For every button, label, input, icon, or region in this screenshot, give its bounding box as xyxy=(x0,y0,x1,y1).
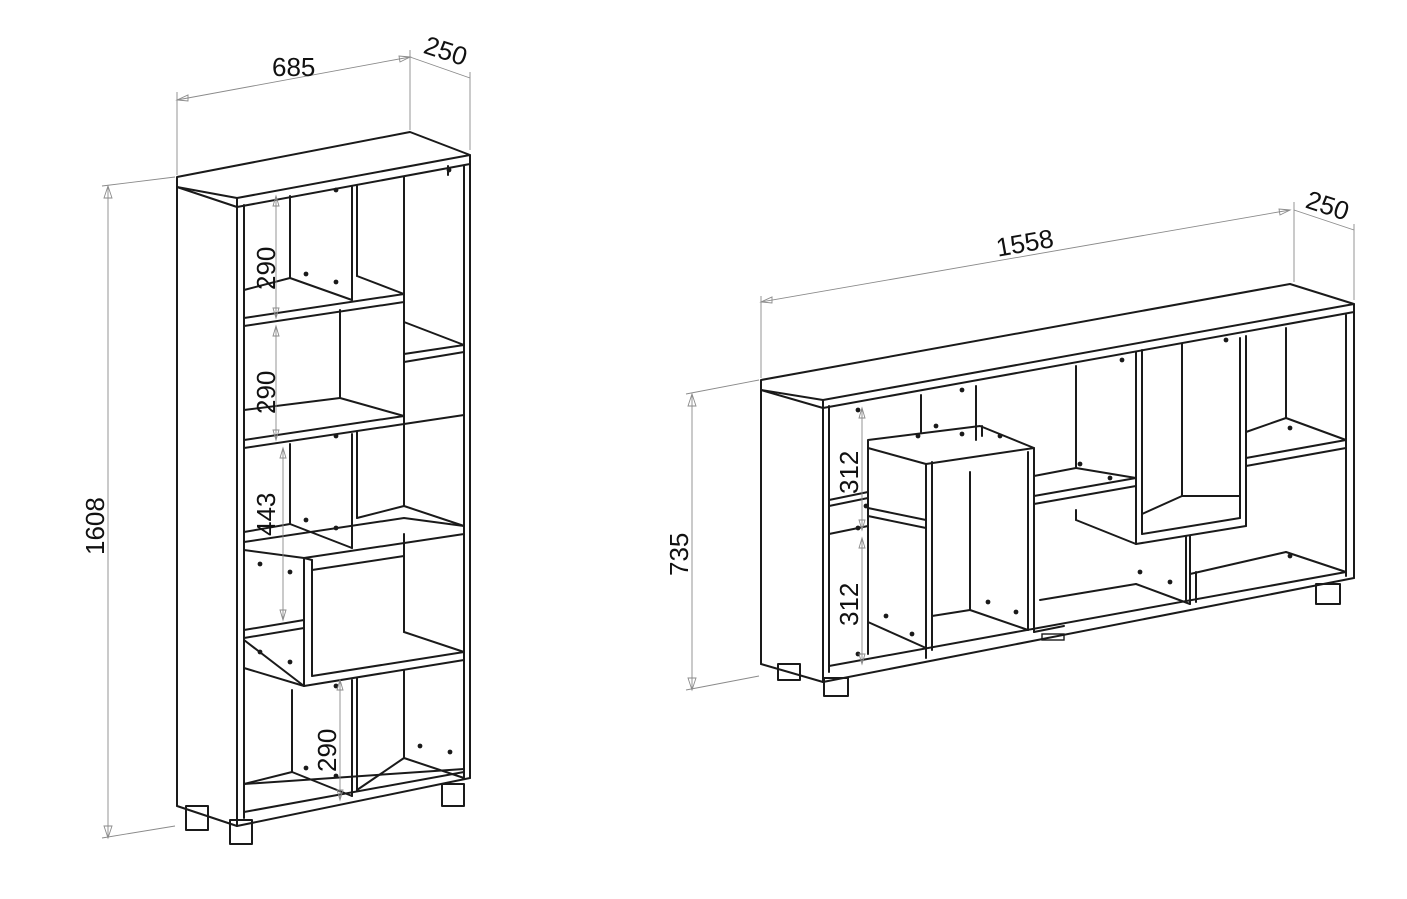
tall-shelf-bottom-label: 290 xyxy=(312,729,342,772)
low-top-slab xyxy=(760,283,1355,409)
low-depth-label: 250 xyxy=(1302,184,1353,226)
low-shelf-upper-label: 312 xyxy=(834,451,864,494)
tall-width-label: 685 xyxy=(272,52,315,82)
low-dowel-holes xyxy=(855,337,1293,657)
low-width-label: 1558 xyxy=(994,223,1056,263)
tall-height-label: 1608 xyxy=(80,497,110,555)
tall-dowel-holes xyxy=(257,167,453,779)
tall-depth-label: 250 xyxy=(420,30,471,72)
tall-bottom xyxy=(236,777,471,827)
low-shelf-lower-label: 312 xyxy=(834,583,864,626)
low-dimensions: 1558 250 735 312 312 xyxy=(664,184,1355,692)
tall-shelf-second-label: 290 xyxy=(251,371,281,414)
tall-bookcase xyxy=(176,131,471,845)
low-height-label: 735 xyxy=(664,533,694,576)
tall-shelf-top-label: 290 xyxy=(251,247,281,290)
tall-shelf-middle-label: 443 xyxy=(251,493,281,536)
tall-dimensions: 685 250 1608 290 290 443 290 xyxy=(80,30,471,840)
low-sideboard xyxy=(760,283,1355,697)
